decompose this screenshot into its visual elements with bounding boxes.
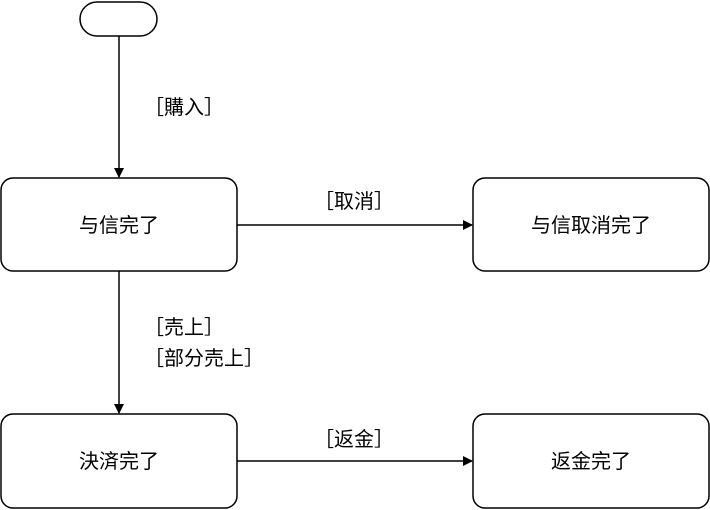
edge-sale-label: ［売上］ (144, 315, 224, 339)
edge-purchase-label: ［購入］ (144, 95, 224, 119)
state-authorization-cancelled-label: 与信取消完了 (531, 213, 651, 237)
state-refunded-label: 返金完了 (551, 449, 631, 473)
edge-cancel-label: ［取消］ (314, 189, 394, 213)
state-authorization-cancelled: 与信取消完了 (472, 177, 710, 272)
initial-state (79, 1, 158, 37)
edge-refund-label: ［返金］ (314, 427, 394, 451)
state-refunded: 返金完了 (472, 413, 710, 509)
state-settled-label: 決済完了 (79, 449, 159, 473)
state-settled: 決済完了 (0, 413, 238, 509)
state-authorized-label: 与信完了 (79, 213, 159, 237)
edge-partial-sale-label: ［部分売上］ (144, 346, 264, 370)
state-authorized: 与信完了 (0, 177, 238, 272)
